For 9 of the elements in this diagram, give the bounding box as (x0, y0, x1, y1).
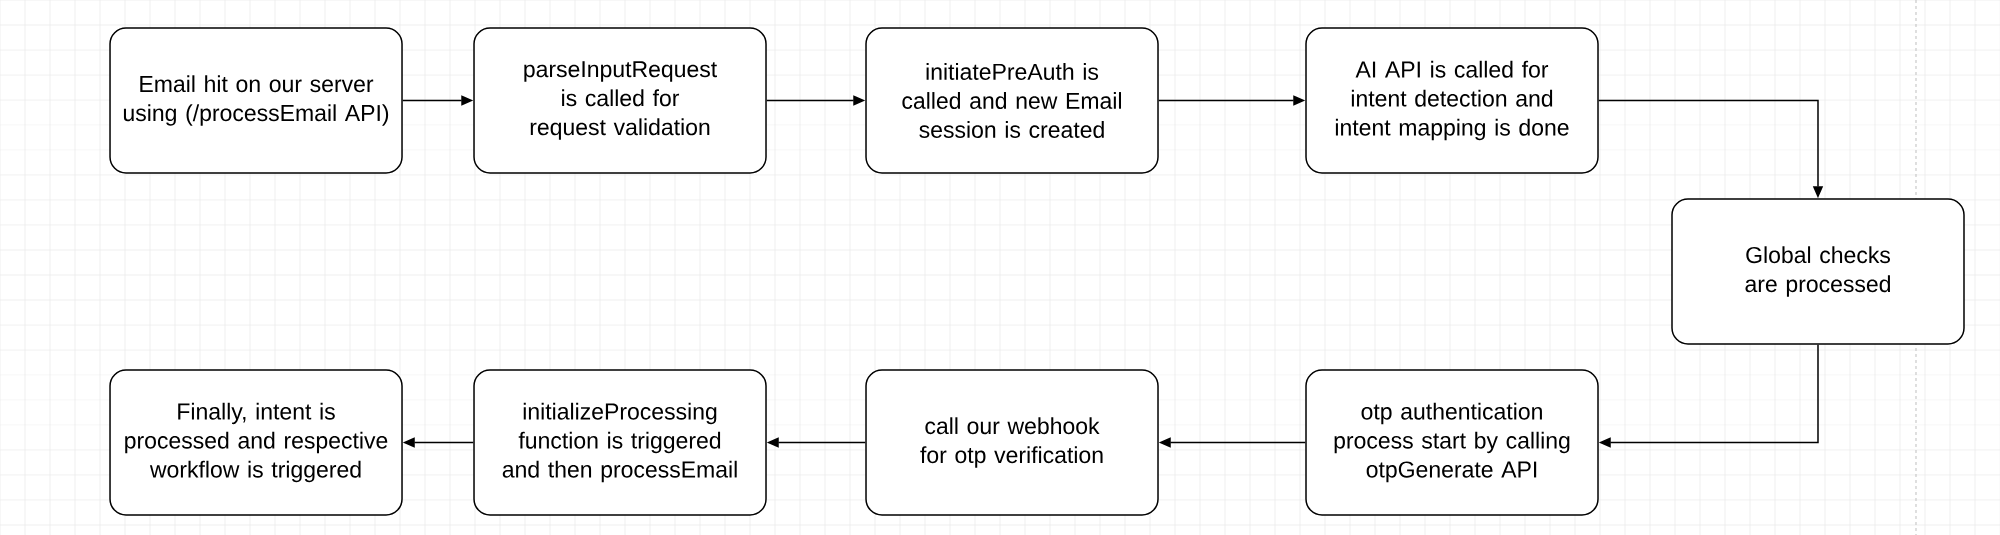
process-box: call our webhook for otp verification (865, 369, 1159, 516)
process-box: initializeProcessing function is triggered and then processEmail (473, 369, 767, 516)
process-box: Email hit on our server using (/processEmail API) (109, 27, 403, 174)
process-box: otp authentication process start by calling otpGenerate API (1305, 369, 1599, 516)
process-box: Global checks are processed (1671, 198, 1965, 345)
process-box: Finally, intent is processed and respective workflow is triggered (109, 369, 403, 516)
process-box: parseInputRequest is called for request validation (473, 27, 767, 174)
process-box: initiatePreAuth is called and new Email session is created (865, 27, 1159, 174)
process-box: AI API is called for intent detection and intent mapping is done (1305, 27, 1599, 174)
